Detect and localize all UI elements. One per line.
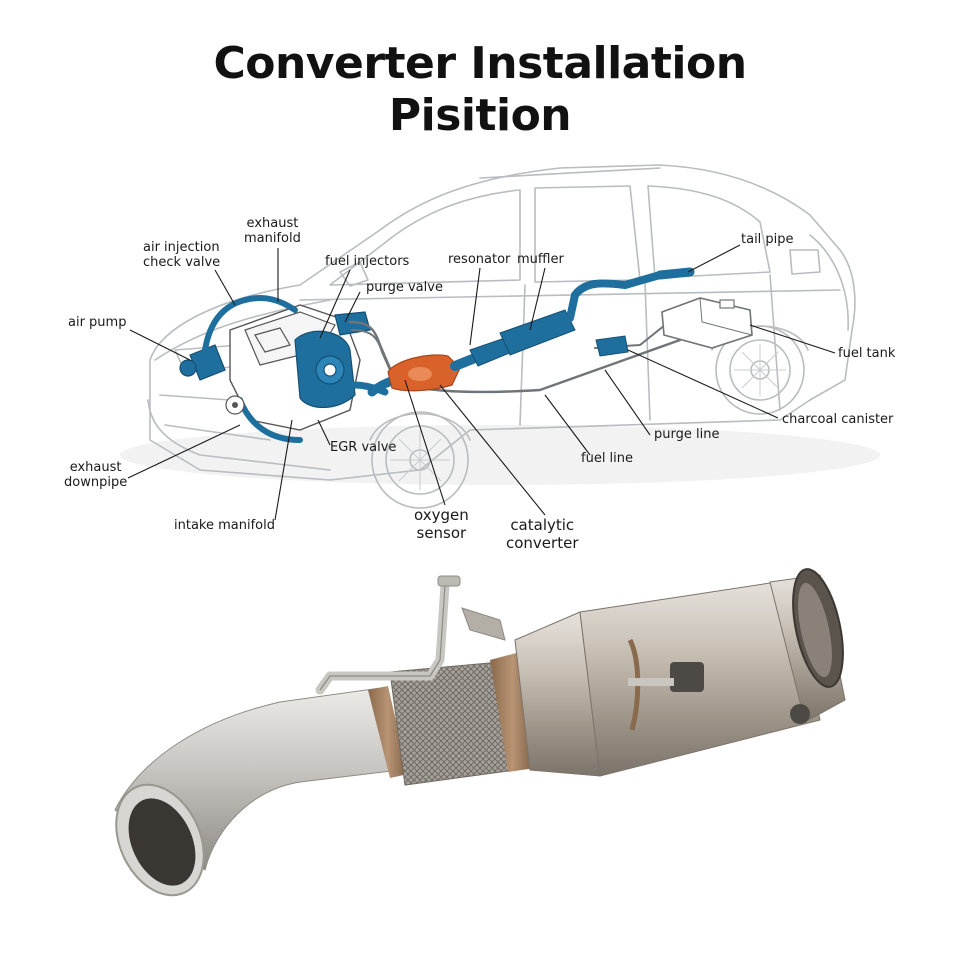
label-air-injection-check-valve: air injection check valve: [143, 240, 221, 270]
wheel-spokes: [390, 344, 786, 490]
label-purge-valve: purge valve: [366, 280, 443, 295]
label-fuel-injectors: fuel injectors: [325, 254, 410, 269]
title-line-1: Converter Installation: [213, 38, 747, 89]
charcoal-canister: [595, 335, 629, 357]
label-fuel-line: fuel line: [581, 451, 634, 466]
engine-block: [179, 295, 389, 443]
label-purge-line: purge line: [654, 427, 720, 442]
label-exhaust-manifold: exhaust manifold: [244, 216, 301, 246]
fuel-tank: [661, 297, 753, 349]
label-air-pump: air pump: [68, 315, 127, 330]
label-exhaust-downpipe: exhaust downpipe: [64, 460, 128, 490]
label-charcoal-canister: charcoal canister: [782, 412, 894, 427]
converter-photo: [114, 568, 846, 897]
title-line-2: Pisition: [388, 90, 572, 141]
page-title: Converter Installation Pisition: [0, 38, 960, 142]
label-resonator: resonator: [448, 252, 511, 267]
label-fuel-tank: fuel tank: [838, 346, 896, 361]
label-intake-manifold: intake manifold: [174, 518, 275, 533]
leader-lines: [127, 244, 836, 521]
label-egr-valve: EGR valve: [330, 440, 397, 455]
label-oxygen-sensor: oxygen sensor: [414, 506, 469, 542]
label-muffler: muffler: [517, 252, 564, 267]
car-outline: [120, 164, 880, 509]
label-catalytic-converter: catalytic converter: [506, 516, 579, 552]
label-tail-pipe: tail pipe: [741, 232, 794, 247]
